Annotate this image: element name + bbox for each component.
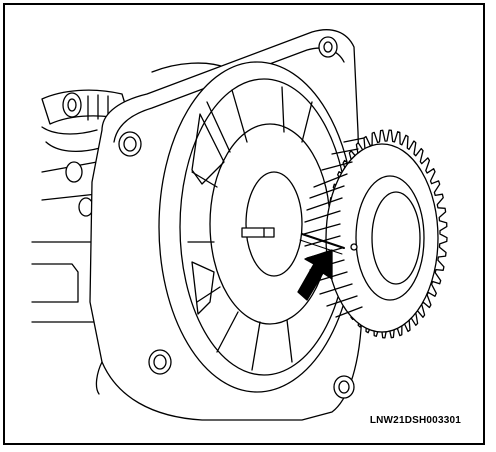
figure-code: LNW21DSH003301 [369,415,461,426]
pump-gear-illustration [31,29,448,421]
drive-gear [303,129,448,339]
figure-frame: LNW21DSH003301 [3,3,485,445]
center-bore [241,171,303,277]
alignment-arrow [297,249,333,301]
